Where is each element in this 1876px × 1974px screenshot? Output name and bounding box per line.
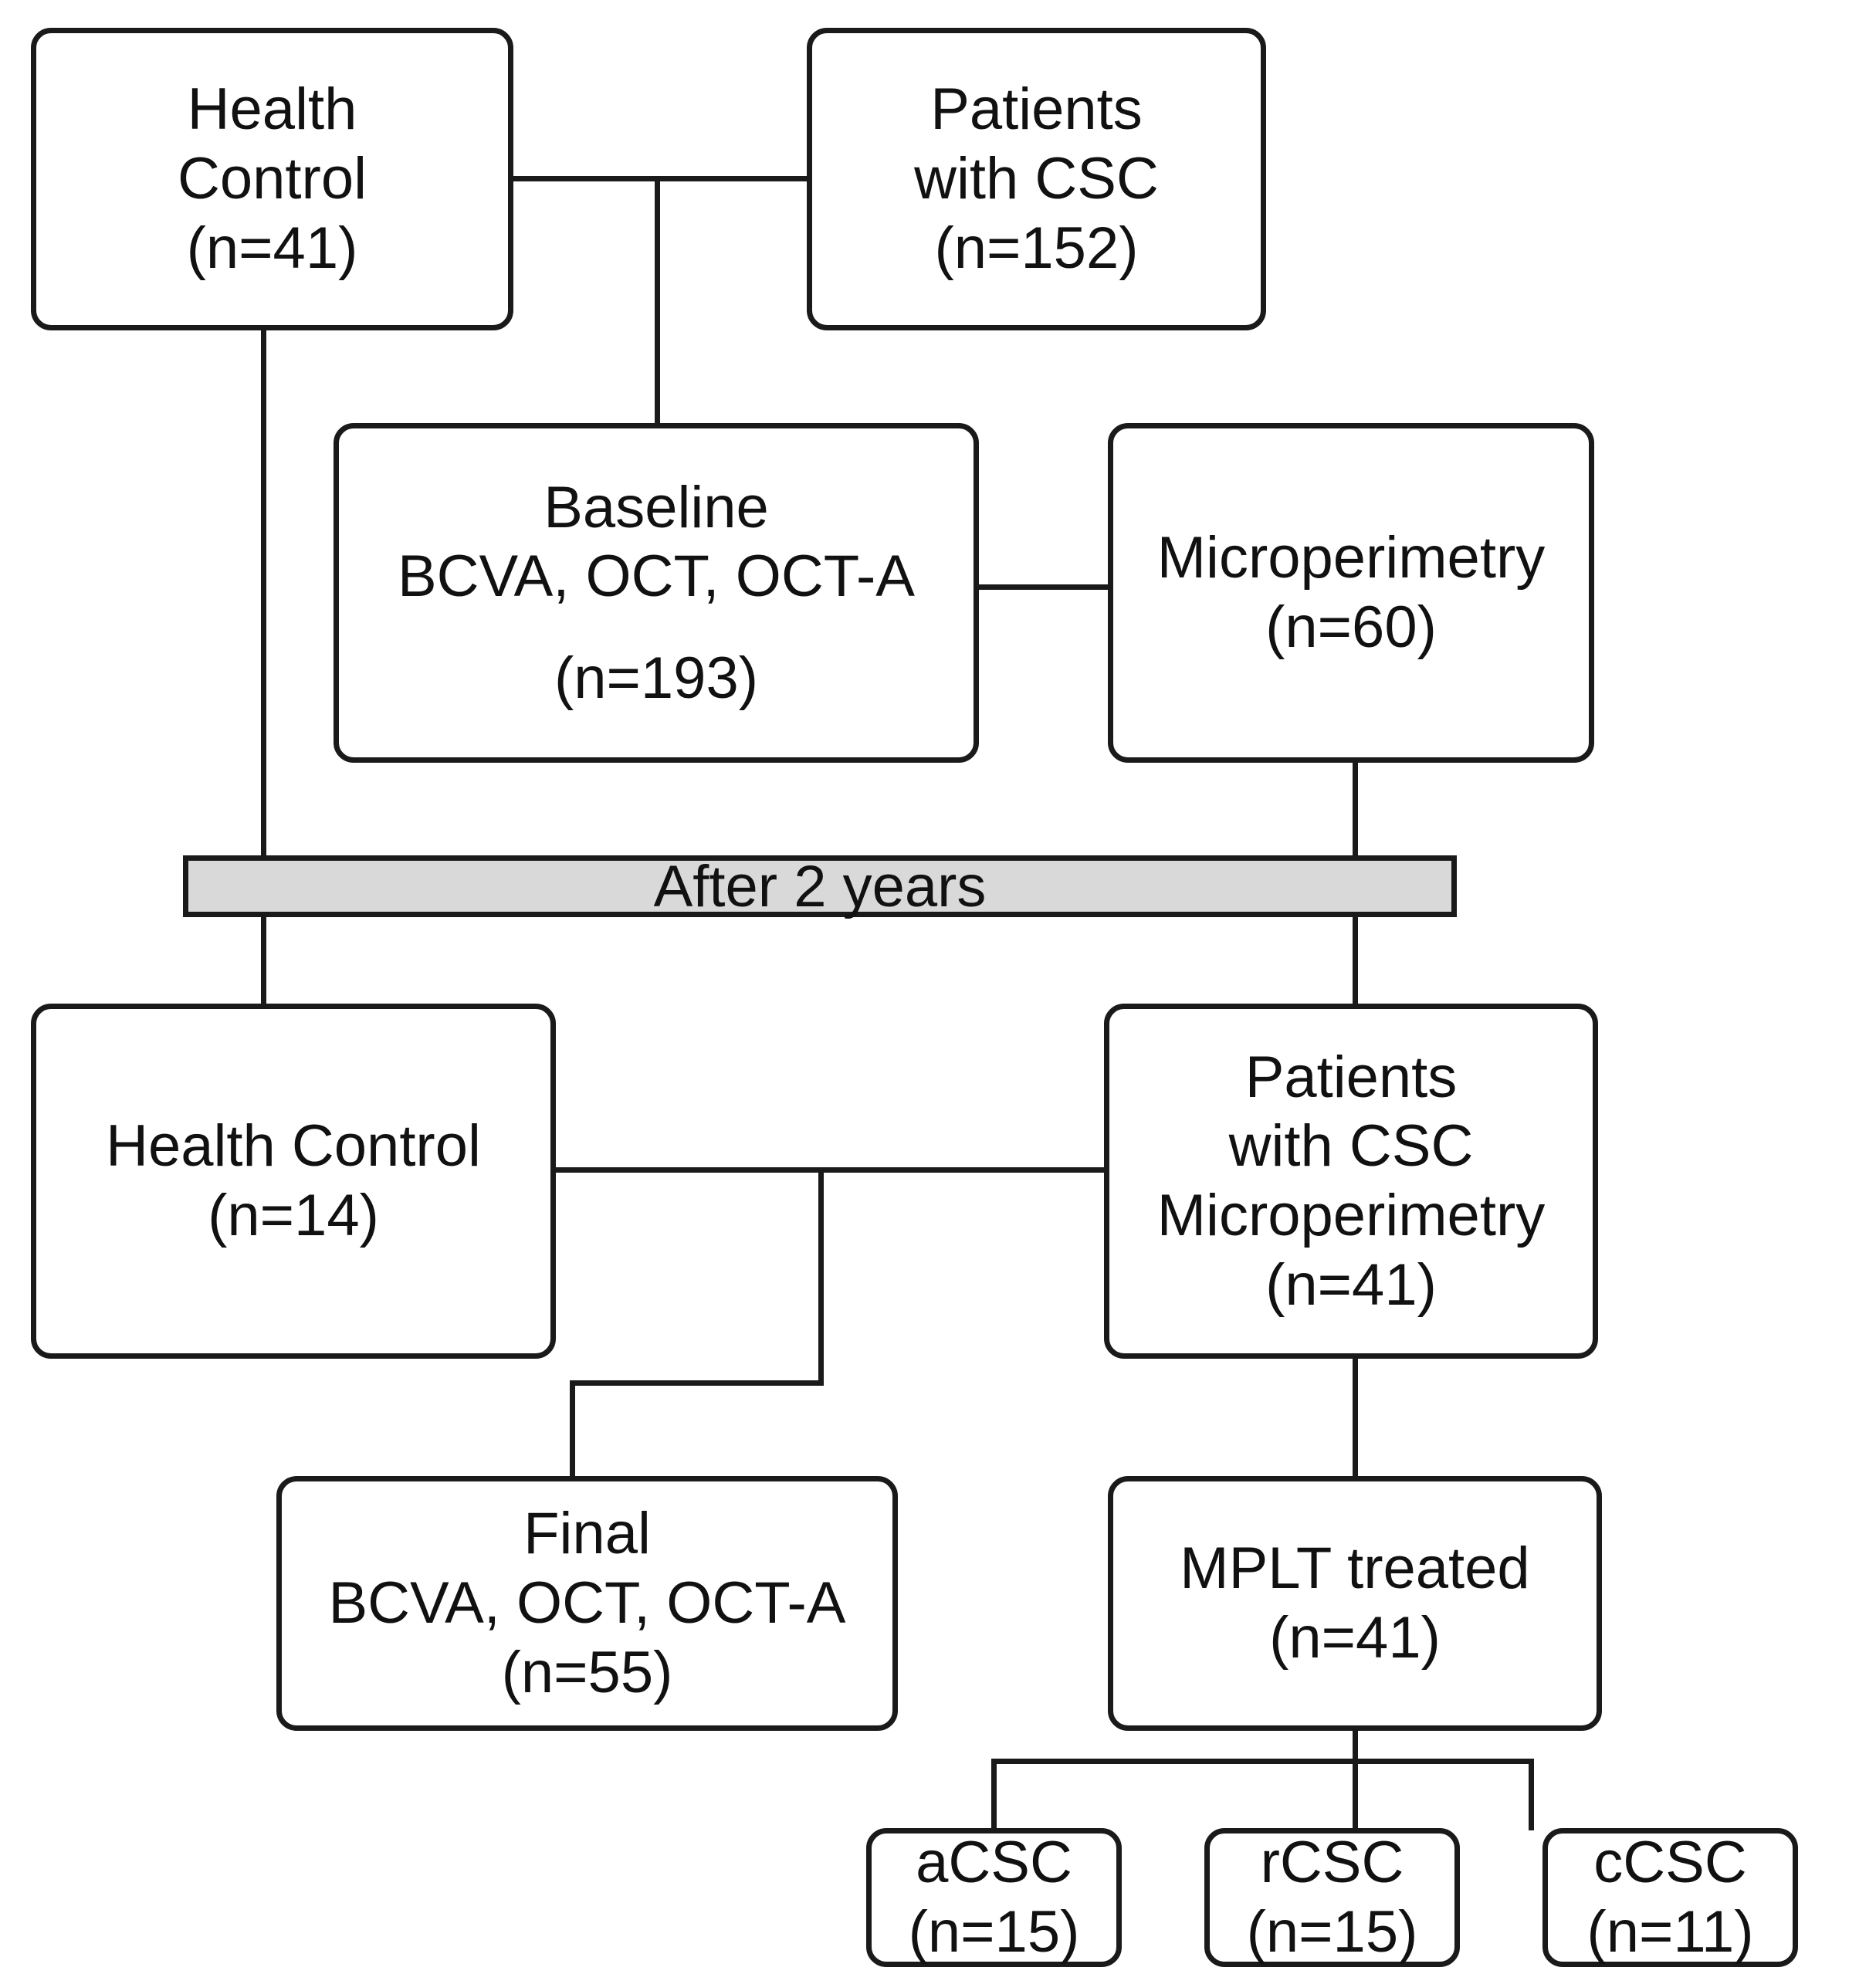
node-line: (n=152) xyxy=(934,215,1139,281)
node-line: Health xyxy=(187,76,357,143)
node-line: Final xyxy=(523,1501,651,1567)
node-line: aCSC xyxy=(916,1830,1072,1896)
node-microperimetry-baseline[interactable]: Microperimetry (n=60) xyxy=(1108,423,1594,763)
node-ccsc[interactable]: cCSC (n=11) xyxy=(1542,1828,1798,1967)
node-health-control-followup[interactable]: Health Control (n=14) xyxy=(31,1004,556,1359)
node-mplt-treated[interactable]: MPLT treated (n=41) xyxy=(1108,1476,1602,1731)
connector-microperimetry-down-to-band xyxy=(1353,757,1358,857)
connector-bus-down-to-rcsc xyxy=(1353,1759,1358,1830)
node-line: (n=41) xyxy=(1265,1251,1437,1318)
connector-baseline-to-microperimetry xyxy=(977,584,1116,590)
node-line: (n=60) xyxy=(1265,594,1437,660)
node-patients-with-csc-baseline[interactable]: Patients with CSC (n=152) xyxy=(807,28,1266,330)
node-patients-csc-microperimetry[interactable]: Patients with CSC Microperimetry (n=41) xyxy=(1104,1004,1598,1359)
node-line: rCSC xyxy=(1260,1830,1404,1896)
node-line: with CSC xyxy=(914,146,1159,212)
band-after-two-years: After 2 years xyxy=(183,853,1457,919)
node-health-control-baseline[interactable]: Health Control (n=41) xyxy=(31,28,513,330)
node-line: with CSC xyxy=(1228,1113,1474,1180)
node-line: (n=11) xyxy=(1586,1899,1754,1965)
connector-csc-microperimetry-to-mplt xyxy=(1353,1351,1358,1481)
node-line: Health Control xyxy=(106,1113,481,1180)
node-line: Baseline xyxy=(543,474,769,540)
node-rcsc[interactable]: rCSC (n=15) xyxy=(1204,1828,1460,1967)
node-line: Control xyxy=(178,146,367,212)
node-line: MPLT treated xyxy=(1180,1536,1530,1602)
connector-hc41-to-csc152 xyxy=(510,176,811,181)
node-line: (n=41) xyxy=(186,215,358,281)
node-line: BCVA, OCT, OCT-A xyxy=(397,543,915,610)
connector-jog-left-to-final xyxy=(570,1380,824,1386)
connector-hc41-down-to-band xyxy=(261,328,266,857)
node-line: (n=14) xyxy=(208,1183,379,1248)
node-line: Microperimetry xyxy=(1156,525,1546,591)
node-baseline-exams[interactable]: Baseline BCVA, OCT, OCT-A (n=193) xyxy=(334,423,979,763)
connector-band-down-to-csc-microperimetry xyxy=(1353,915,1358,1007)
node-line: Microperimetry xyxy=(1156,1183,1546,1248)
band-label: After 2 years xyxy=(653,853,987,919)
node-line: Patients xyxy=(930,76,1143,143)
connector-bus-down-to-acsc xyxy=(991,1759,997,1830)
node-line: BCVA, OCT, OCT-A xyxy=(328,1570,846,1637)
node-line: (n=15) xyxy=(1246,1899,1418,1965)
connector-band-down-to-hc14 xyxy=(261,915,266,1007)
connector-subgroup-bus xyxy=(991,1759,1534,1764)
connector-link-to-baseline xyxy=(655,176,660,427)
connector-jog-down-into-final xyxy=(570,1380,575,1481)
node-line: (n=193) xyxy=(554,645,759,711)
node-line: cCSC xyxy=(1593,1830,1747,1896)
node-line: (n=41) xyxy=(1269,1605,1441,1671)
connector-hc14-to-csc-microperimetry xyxy=(554,1167,1133,1173)
node-line: (n=55) xyxy=(501,1639,673,1705)
connector-link-down-to-final-jog xyxy=(818,1167,824,1386)
node-line: Patients xyxy=(1244,1044,1458,1110)
node-line: (n=15) xyxy=(908,1899,1080,1965)
connector-bus-down-to-ccsc xyxy=(1529,1759,1534,1830)
node-acsc[interactable]: aCSC (n=15) xyxy=(866,1828,1122,1967)
node-final-exams[interactable]: Final BCVA, OCT, OCT-A (n=55) xyxy=(276,1476,898,1731)
